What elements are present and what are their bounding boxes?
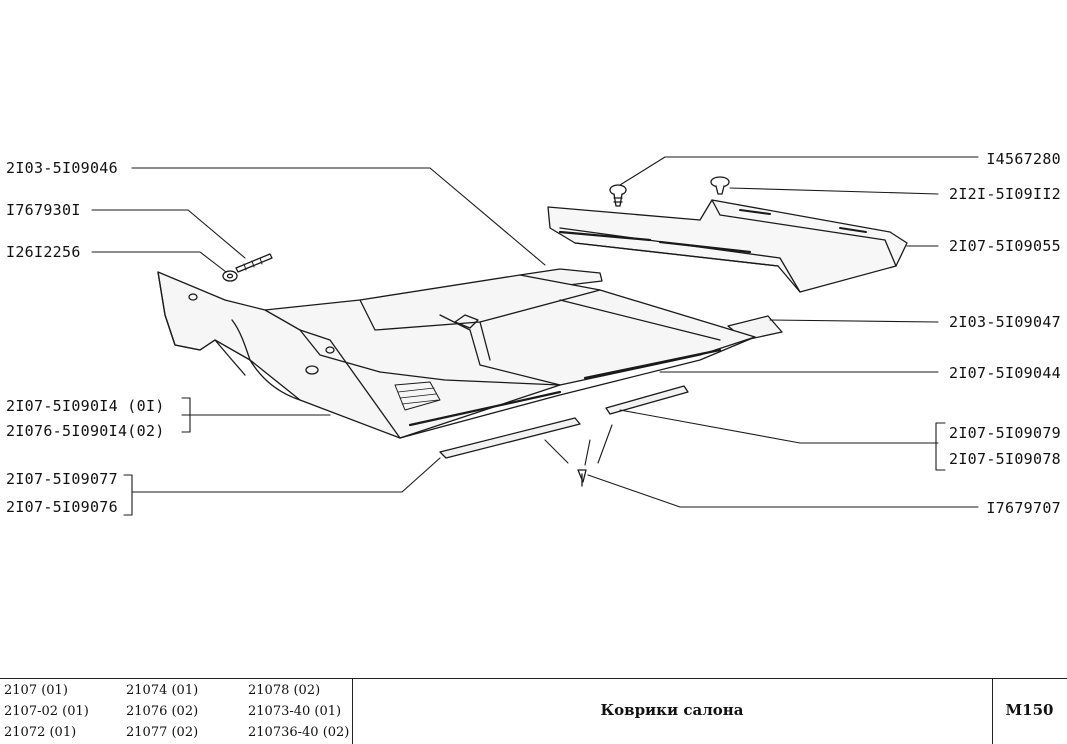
rear-floor-mat: [547, 199, 908, 293]
sill-strip-2I07-5I09079: [605, 385, 689, 415]
callout-14567280: I4567280: [986, 150, 1061, 168]
callout-2107-5109079: 2I07-5I09079: [949, 424, 1061, 442]
model-code: 2107-02 (01): [4, 704, 89, 719]
model-code: 21074 (01): [126, 683, 199, 698]
model-code: 21072 (01): [4, 725, 77, 740]
front-floor-mat: [157, 271, 756, 439]
callout-2107-5109044: 2I07-5I09044: [949, 364, 1061, 382]
callout-17679301: I767930I: [6, 201, 81, 219]
callout-2103-5109046: 2I03-5I09046: [6, 159, 118, 177]
divider: [992, 679, 993, 744]
model-code: 21077 (02): [126, 725, 199, 740]
callout-2103-5109047: 2I03-5I09047: [949, 313, 1061, 331]
model-code: 21076 (02): [126, 704, 199, 719]
callout-2121-5109112: 2I2I-5I09II2: [949, 185, 1061, 203]
clip-fastener: [609, 176, 730, 207]
model-code: 2107 (01): [4, 683, 68, 698]
screw-and-washer: [222, 253, 273, 282]
callout-2107-5109014-01: 2I07-5I090I4 (0I): [6, 397, 165, 415]
callout-2107-5109055: 2I07-5I09055: [949, 237, 1061, 255]
callout-2107-5109076: 2I07-5I09076: [6, 498, 118, 516]
sheet-code: M150: [1005, 701, 1054, 719]
model-code: 21073-40 (01): [248, 704, 342, 719]
callout-2107-5109077: 2I07-5I09077: [6, 470, 118, 488]
sill-strip-2I07-5I09077: [439, 417, 581, 459]
model-code: 210736-40 (02): [248, 725, 350, 740]
small-screws: [577, 469, 587, 487]
callout-21076-5109014-02: 2I076-5I090I4(02): [6, 422, 165, 440]
divider: [352, 679, 353, 744]
title-block: 2107 (01) 2107-02 (01) 21072 (01) 21074 …: [0, 678, 1067, 744]
sheet-title: Коврики салона: [600, 701, 744, 719]
model-code: 21078 (02): [248, 683, 321, 698]
callout-12612256: I26I2256: [6, 243, 81, 261]
callout-2107-5109078: 2I07-5I09078: [949, 450, 1061, 468]
callout-17679707: I7679707: [986, 499, 1061, 517]
floor-mats-exploded-diagram: [91, 156, 979, 516]
